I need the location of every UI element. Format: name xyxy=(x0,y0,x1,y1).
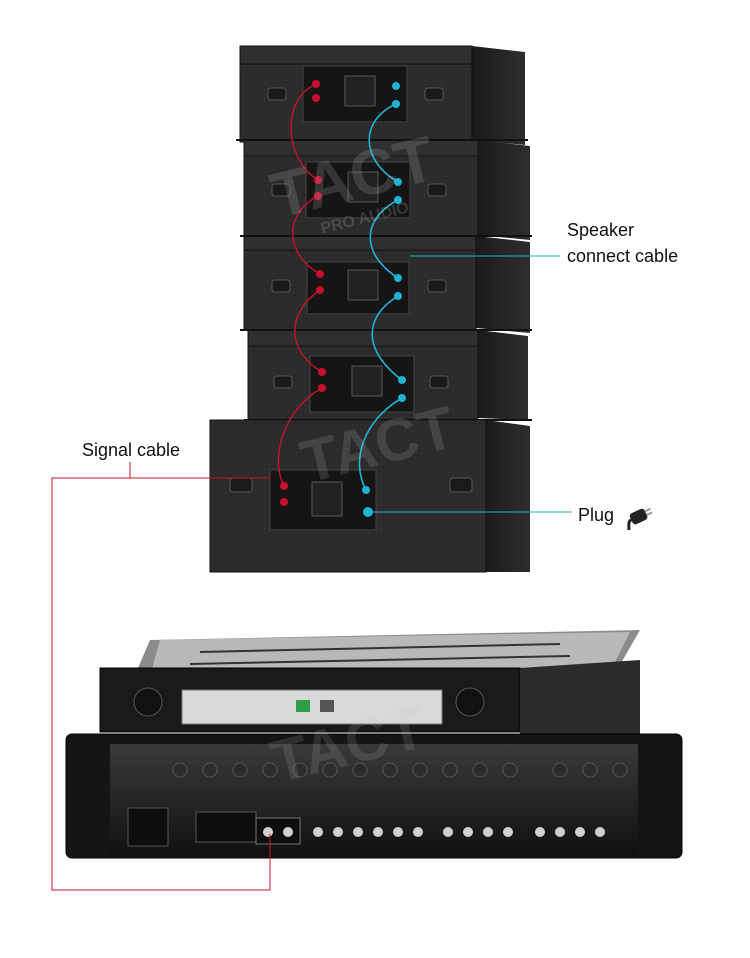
signal-cable-label: Signal cable xyxy=(82,439,180,461)
speaker-cable-label-line2: connect cable xyxy=(567,245,678,267)
plug-icon xyxy=(624,498,664,530)
speaker-cable-label-line1: Speaker xyxy=(567,219,634,241)
line-array-cabinet-1 xyxy=(240,46,525,145)
plug-label: Plug xyxy=(578,504,614,526)
line-array-cabinet-3 xyxy=(244,236,530,333)
